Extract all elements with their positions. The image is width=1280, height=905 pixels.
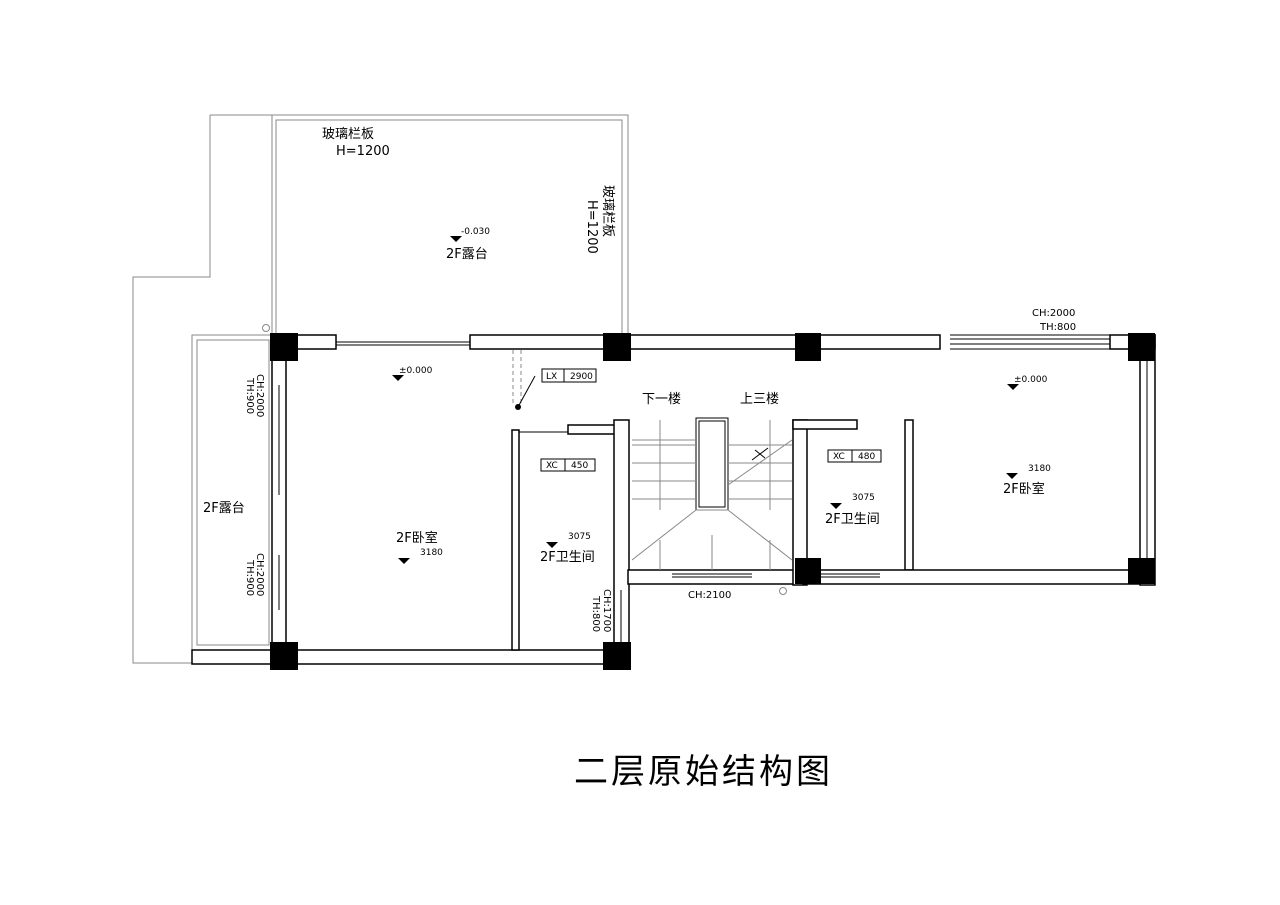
bedroom-left-window-lower-th: TH:900 [244, 559, 255, 596]
bedroom-right-level: ±0.000 [1014, 375, 1048, 385]
level-marker-icon [1007, 384, 1019, 390]
bath-right-xc-code: XC [833, 452, 845, 462]
bath-left-window-ch: CH:1700 [601, 589, 612, 632]
bath-right-height: 3075 [852, 493, 875, 503]
terrace-outline [132, 114, 629, 664]
bedroom-left-level: ±0.000 [399, 366, 433, 376]
level-marker-icon [398, 558, 410, 564]
drain-icon-stair [779, 587, 787, 595]
railing-label-vertical: 玻璃栏板 [600, 185, 615, 237]
terrace-left-room: 2F露台 [203, 501, 245, 516]
level-marker-icon [392, 375, 404, 381]
bath-left-xc-code: XC [546, 461, 558, 471]
bedroom-left-height: 3180 [420, 548, 443, 558]
stairs-window-ch: CH:2100 [688, 590, 731, 601]
bedroom-left-room: 2F卧室 [396, 530, 438, 546]
riser-code: LX [546, 372, 557, 382]
walls [191, 334, 1156, 665]
drawing-title: 二层原始结构图 [574, 752, 833, 792]
bedroom-left-window-upper-th: TH:900 [244, 377, 255, 414]
railing-height-vertical: H=1200 [584, 200, 599, 254]
level-marker-icon [1006, 473, 1018, 479]
riser-value: 2900 [570, 372, 593, 382]
bedroom-right-height: 3180 [1028, 464, 1051, 474]
drain-icon [262, 324, 270, 332]
terrace-top-level: -0.030 [461, 227, 490, 237]
bath-right-xc-value: 480 [858, 452, 875, 462]
terrace-top-room: 2F露台 [446, 247, 488, 262]
bath-left-height: 3075 [568, 532, 591, 542]
riser-tag-box [541, 368, 597, 383]
bedroom-right-window-th: TH:800 [1039, 322, 1076, 333]
level-marker-icon [450, 236, 462, 242]
stairs-up-label: 上三楼 [740, 392, 779, 407]
bath-left-room: 2F卫生间 [540, 550, 595, 565]
bedroom-left-window-upper-ch: CH:2000 [254, 374, 265, 417]
columns [270, 333, 1155, 670]
staircase [631, 417, 793, 570]
bath-left-window-th: TH:800 [590, 595, 601, 632]
bath-right-tag-box [827, 449, 882, 463]
bath-left-xc-value: 450 [571, 461, 588, 471]
bedroom-right-window-ch: CH:2000 [1032, 308, 1075, 319]
railing-height-horizontal: H=1200 [336, 144, 390, 159]
level-marker-icon [830, 503, 842, 509]
level-marker-icon [546, 542, 558, 548]
bath-right-room: 2F卫生间 [825, 512, 880, 527]
bedroom-left-window-lower-ch: CH:2000 [254, 553, 265, 596]
bedroom-right-room: 2F卧室 [1003, 481, 1045, 497]
bath-left-tag-box [540, 458, 596, 472]
stairs-down-label: 下一楼 [642, 392, 681, 407]
railing-label-horizontal: 玻璃栏板 [322, 127, 374, 142]
